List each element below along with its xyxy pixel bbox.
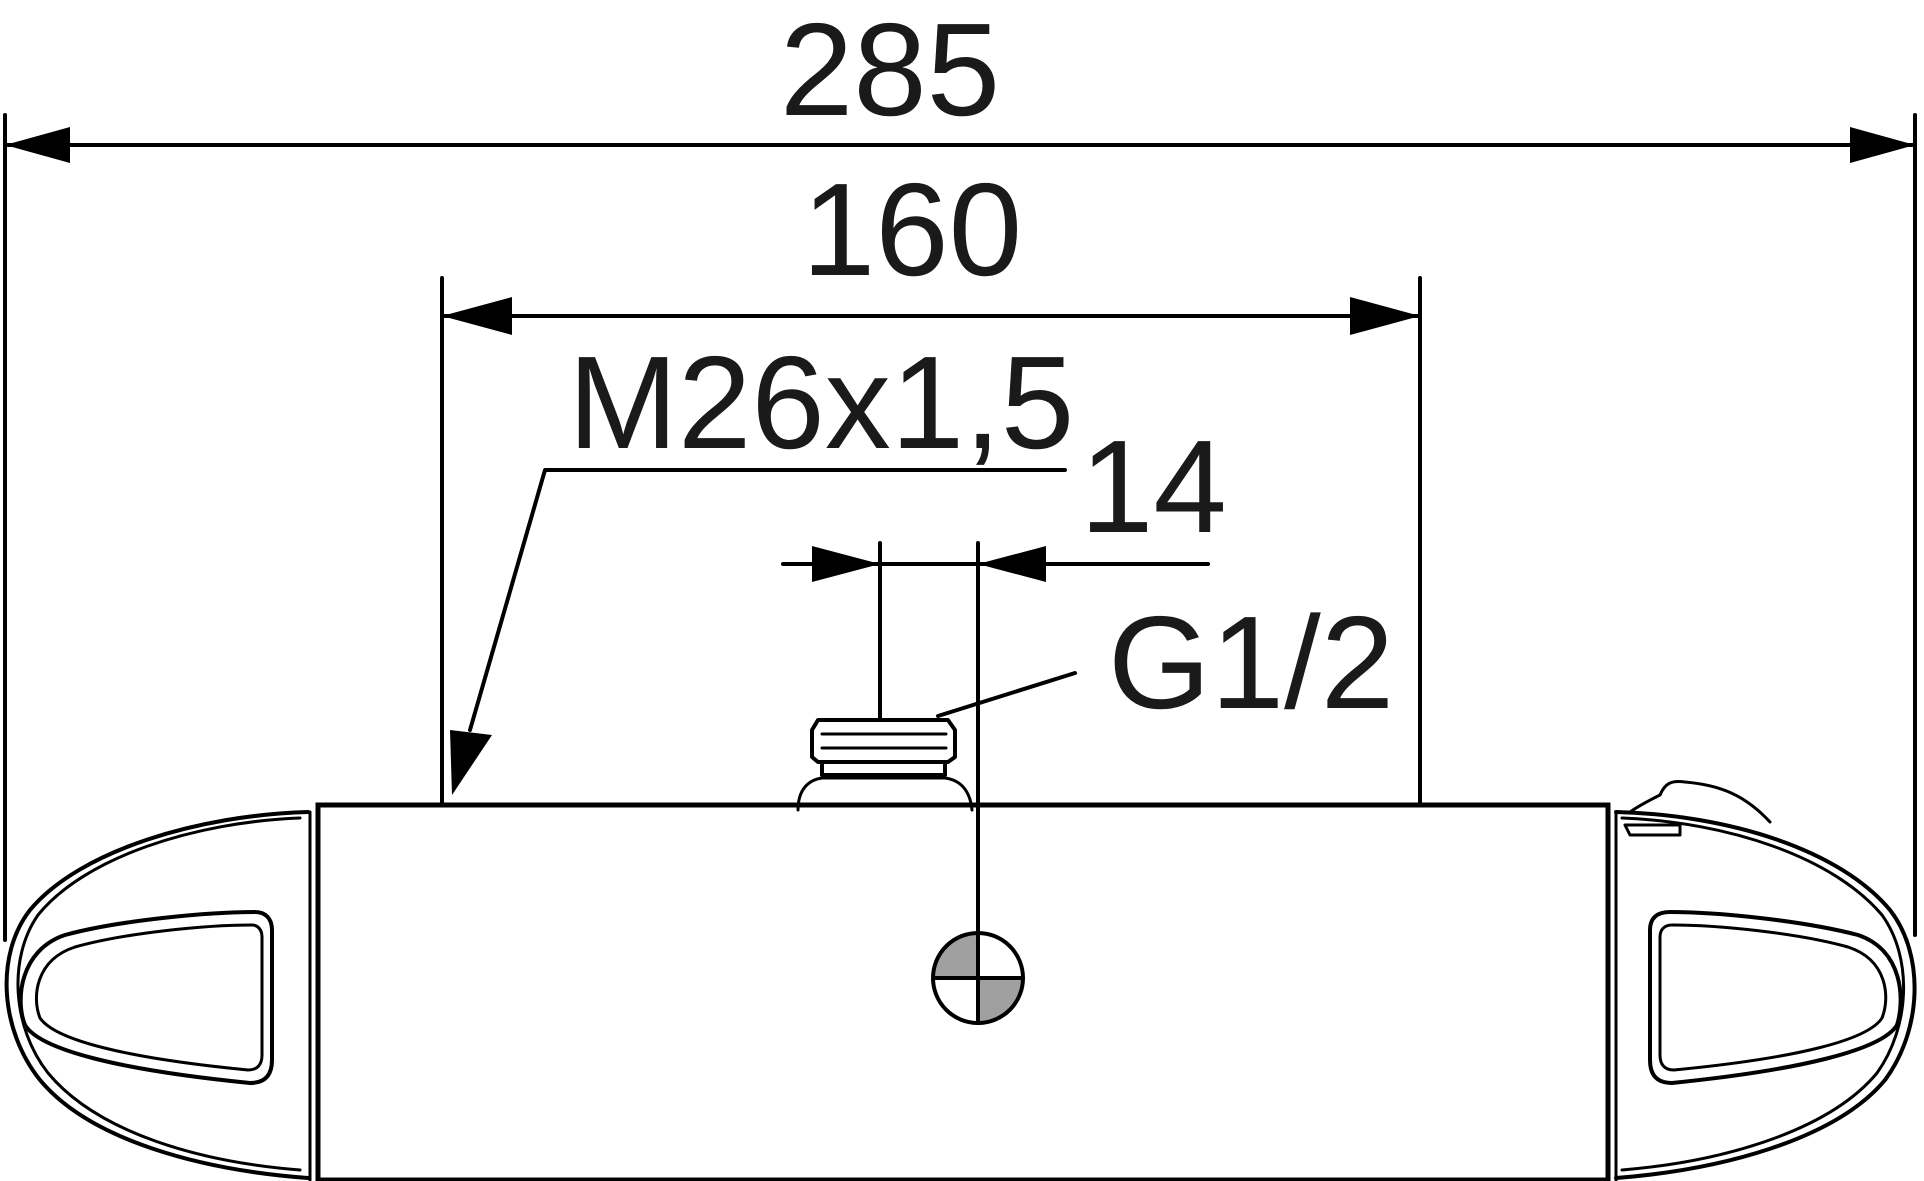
right-handle-safety-lever: [1628, 779, 1772, 824]
thread-leader-line: [468, 468, 1067, 732]
connection-spacing-label: 160: [802, 156, 1022, 303]
outlet-connector: [796, 718, 974, 812]
left-handle-grip-inner: [34, 923, 264, 1072]
left-handle-outer: [4, 810, 310, 1180]
right-handle: [1614, 779, 1917, 1180]
outlet-quadrant-top-left: [933, 933, 978, 978]
left-arrowhead: [5, 127, 70, 163]
outlet-symbol: [931, 931, 1025, 1025]
overall-width-dimension: 285: [3, 0, 1917, 942]
left-handle-grip-outer: [18, 910, 274, 1085]
connection-spacing-dimension: 160: [440, 156, 1422, 807]
overall-width-label: 285: [780, 0, 1000, 143]
inlet-thread-callout: G1/2: [936, 589, 1394, 736]
spacing-left-arrowhead: [442, 297, 512, 335]
thread-length-right-arrowhead: [978, 546, 1046, 582]
right-handle-safety-tab: [1623, 823, 1682, 837]
right-handle-grip-outer: [1648, 910, 1903, 1085]
right-handle-grip-inner: [1658, 923, 1888, 1072]
thread-length-left-arrowhead: [812, 546, 880, 582]
connector-flange: [796, 776, 974, 812]
thread-leader-arrowhead: [450, 730, 492, 795]
thread-length-label: 14: [1080, 413, 1227, 560]
right-arrowhead: [1850, 127, 1915, 163]
mixer-housing: [315, 802, 1611, 1181]
connector-neck: [820, 760, 947, 777]
thread-length-dimension: 14: [781, 413, 1227, 960]
thread-size-callout: M26x1,5: [450, 329, 1074, 795]
left-handle-outer-inner: [16, 816, 302, 1172]
left-handle: [4, 810, 310, 1180]
inlet-leader-line: [936, 671, 1077, 718]
right-handle-outer: [1614, 810, 1917, 1180]
mixer-body: [308, 802, 1618, 1181]
right-handle-outer-inner: [1620, 816, 1905, 1172]
thread-size-label: M26x1,5: [568, 329, 1074, 476]
outlet-quadrant-bottom-right: [978, 978, 1023, 1023]
spacing-right-arrowhead: [1350, 297, 1420, 335]
inlet-thread-label: G1/2: [1108, 589, 1394, 736]
connector-nut: [810, 718, 957, 764]
